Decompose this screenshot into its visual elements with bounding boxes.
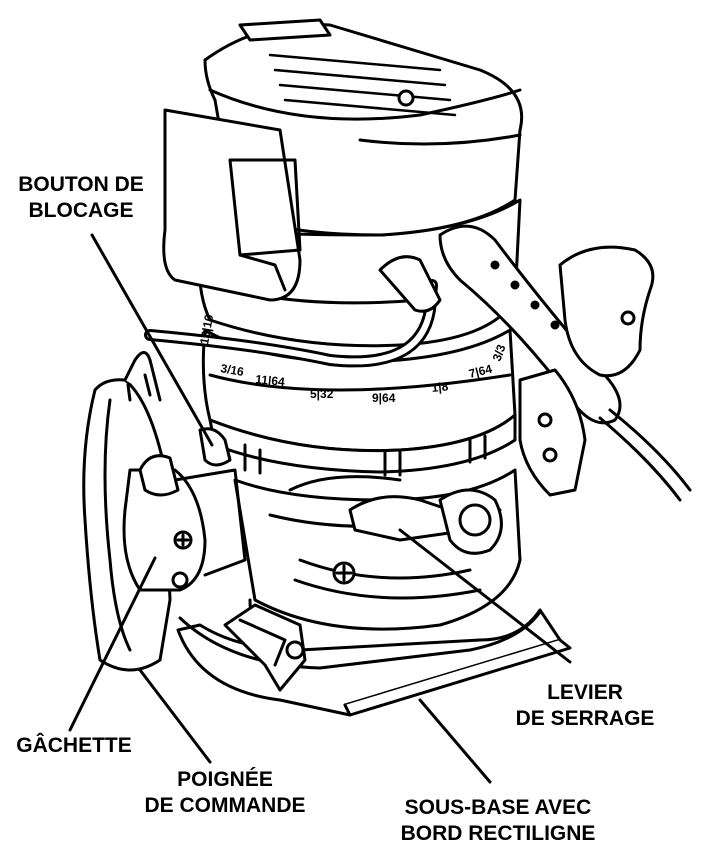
dial-mark: 3/3	[490, 342, 509, 363]
dial-mark: 3/16	[219, 361, 245, 379]
label-gachette: GÂCHETTE	[4, 733, 144, 759]
depth-ring	[201, 328, 517, 477]
label-line: LEVIER	[547, 681, 623, 704]
label-levier-de-serrage: LEVIER DE SERRAGE	[510, 680, 660, 732]
label-line: GÂCHETTE	[16, 734, 132, 757]
dial-mark: 13|16	[197, 313, 216, 345]
dial-mark: 7|64	[467, 362, 493, 381]
power-cord	[144, 224, 692, 502]
label-line: SOUS-BASE AVEC	[404, 796, 592, 819]
label-sous-base: SOUS-BASE AVEC BORD RECTILIGNE	[378, 795, 618, 847]
right-handle	[518, 245, 655, 497]
dial-marks: 13|16 3/16 11|64 5|32 9|64 1|8 7|64 3/3	[197, 313, 508, 405]
dial-mark: 5|32	[310, 387, 334, 401]
label-bouton-de-blocage: BOUTON DE BLOCAGE	[6, 172, 156, 224]
leader-poignee	[138, 668, 212, 764]
label-line: BORD RECTILIGNE	[400, 822, 596, 845]
leader-lines	[68, 233, 572, 784]
dial-mark: 11|64	[255, 372, 286, 389]
leader-sousbase	[418, 698, 492, 784]
dial-mark: 9|64	[372, 391, 396, 405]
switch-block	[162, 108, 302, 302]
base-clip	[223, 603, 307, 692]
clamp-lever	[288, 475, 503, 555]
label-line: BOUTON DE	[18, 173, 144, 196]
label-line: DE SERRAGE	[515, 707, 655, 730]
label-line: POIGNÉE	[177, 768, 273, 791]
leader-gachette	[68, 556, 157, 732]
leader-levier	[398, 528, 572, 664]
label-line: DE COMMANDE	[144, 794, 306, 817]
label-poignee-de-commande: POIGNÉE DE COMMANDE	[135, 767, 315, 819]
handle-bracket	[122, 427, 247, 592]
label-line: BLOCAGE	[28, 199, 134, 222]
leader-bouton	[90, 233, 214, 447]
dial-mark: 1|8	[431, 379, 449, 395]
